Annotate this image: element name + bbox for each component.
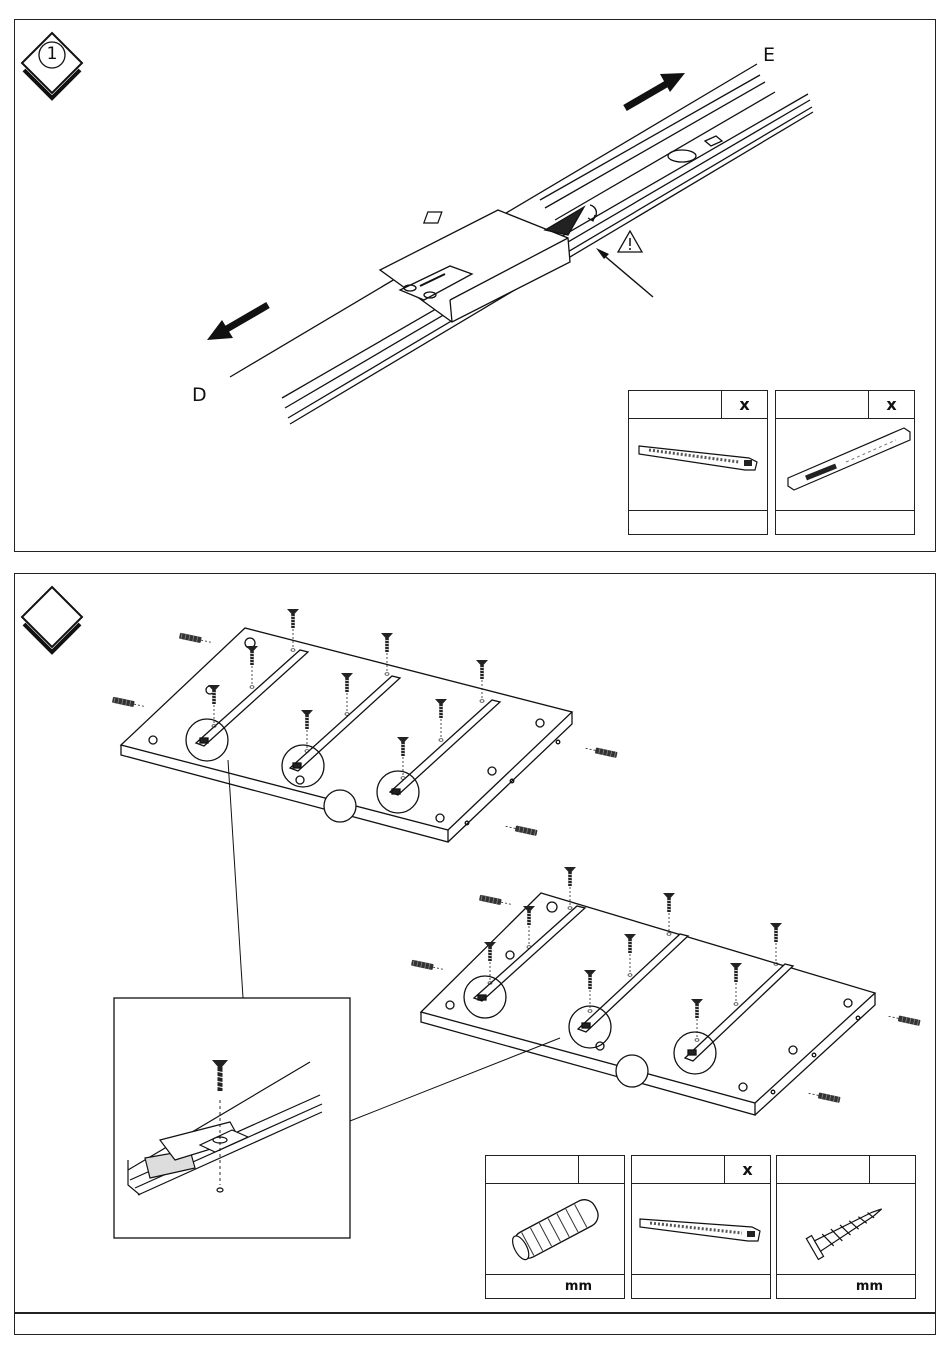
- drawer-slide-rail: [230, 64, 813, 424]
- part-unit: mm: [777, 1274, 915, 1298]
- step-2-badge: [22, 587, 82, 652]
- arrow-down-left-icon: [207, 305, 268, 340]
- part-box-slide-runner: x: [775, 390, 915, 535]
- part-unit: [632, 1274, 770, 1298]
- drawer-panel-board-2: [421, 893, 875, 1115]
- part-count: x: [724, 1156, 770, 1183]
- part-unit: [629, 510, 767, 534]
- step-1-badge: [22, 33, 82, 98]
- part-count: x: [721, 391, 767, 418]
- drawer-panel-board-1: [121, 628, 572, 842]
- slide-rail-icon: [629, 418, 769, 512]
- part-count: [869, 1156, 915, 1183]
- part-box-wooden-dowel: mm: [485, 1155, 625, 1299]
- part-box-slide-rail-2: x: [631, 1155, 771, 1299]
- slide-runner-icon: [776, 418, 916, 512]
- part-count: x: [868, 391, 914, 418]
- wooden-dowel-icon: [486, 1183, 626, 1276]
- slide-rail-icon: [632, 1183, 772, 1276]
- detail-inset: [114, 998, 350, 1238]
- direction-label-d: D: [192, 384, 207, 406]
- warning-triangle-icon: [618, 231, 642, 252]
- part-box-screw: mm: [776, 1155, 916, 1299]
- direction-label-e: E: [763, 44, 775, 66]
- part-unit: mm: [486, 1274, 624, 1298]
- part-unit: [776, 510, 914, 534]
- arrow-up-right-icon: [625, 73, 685, 108]
- screw-icon: [777, 1183, 917, 1276]
- part-box-slide-rail: x: [628, 390, 768, 535]
- part-count: [578, 1156, 624, 1183]
- step-1-number: 1: [40, 44, 64, 64]
- warning-pointer: [596, 248, 653, 297]
